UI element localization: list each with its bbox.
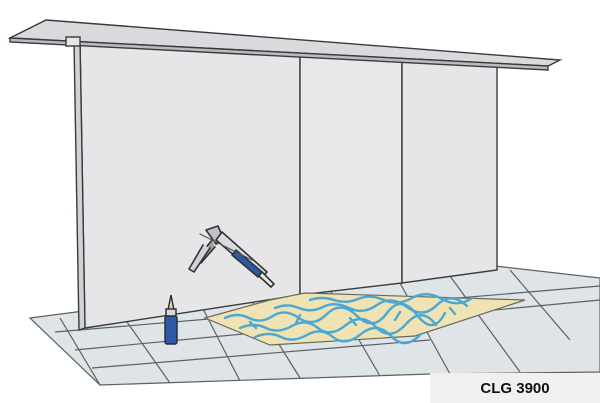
wall-panel-left	[80, 40, 300, 328]
product-code-label: CLG 3900	[430, 373, 600, 403]
wall-panel-right	[402, 58, 497, 283]
wall-panel-middle	[300, 52, 402, 295]
